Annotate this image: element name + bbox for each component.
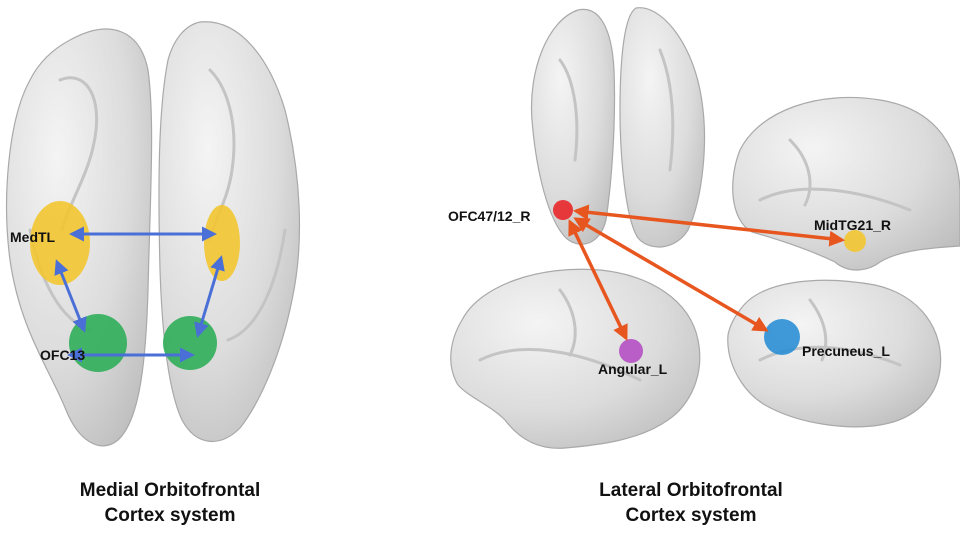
medial-fold-2 bbox=[808, 298, 828, 362]
label-medtl: MedTL bbox=[10, 229, 56, 245]
medial-brain-ventral-view: MedTL OFC13 bbox=[6, 21, 301, 447]
label-precuneus: Precuneus_L bbox=[802, 343, 890, 359]
small-right-hemisphere bbox=[619, 7, 706, 248]
lateral-caption-line2: Cortex system bbox=[625, 505, 757, 526]
label-angular: Angular_L bbox=[598, 361, 668, 377]
lateral-brain-ventral-view bbox=[530, 7, 706, 248]
medial-caption-line2: Cortex system bbox=[104, 505, 236, 526]
right-lateral-fold-2 bbox=[788, 138, 812, 207]
left-hemisphere-medial-view bbox=[727, 279, 942, 428]
lateral-caption-line1: Lateral Orbitofrontal bbox=[599, 480, 783, 501]
ofc47-precuneus-arrow bbox=[573, 217, 769, 332]
left-medtl-ofc13-arrow bbox=[54, 259, 87, 333]
label-ofc47: OFC47/12_R bbox=[448, 208, 530, 224]
ofc13-right-region bbox=[163, 316, 217, 370]
label-midtg21: MidTG21_R bbox=[814, 217, 891, 233]
medial-brain bbox=[727, 279, 942, 428]
small-left-hemisphere bbox=[530, 8, 616, 245]
angular-region bbox=[619, 339, 643, 363]
medial-system-caption: Medial Orbitofrontal Cortex system bbox=[40, 478, 300, 528]
right-lateral-fold bbox=[758, 187, 912, 212]
right-medtl-ofc13-arrow bbox=[194, 255, 225, 338]
medtl-right-region bbox=[204, 205, 240, 281]
ofc47-region bbox=[553, 200, 573, 220]
left-lateral-brain bbox=[450, 268, 701, 449]
small-brain-fold bbox=[558, 58, 579, 162]
midtg21-region bbox=[844, 230, 866, 252]
left-gyrus-fold bbox=[58, 76, 99, 232]
lateral-system-caption: Lateral Orbitofrontal Cortex system bbox=[560, 478, 822, 528]
medial-caption-line1: Medial Orbitofrontal bbox=[79, 480, 261, 501]
small-brain-fold-2 bbox=[658, 48, 675, 172]
precuneus-region bbox=[764, 319, 800, 355]
label-ofc13: OFC13 bbox=[40, 347, 85, 363]
left-lateral-fold bbox=[478, 348, 642, 382]
right-temporal-fold bbox=[226, 228, 287, 342]
ofc13-left-region bbox=[69, 314, 127, 372]
left-hemisphere-lateral-view bbox=[450, 268, 701, 449]
